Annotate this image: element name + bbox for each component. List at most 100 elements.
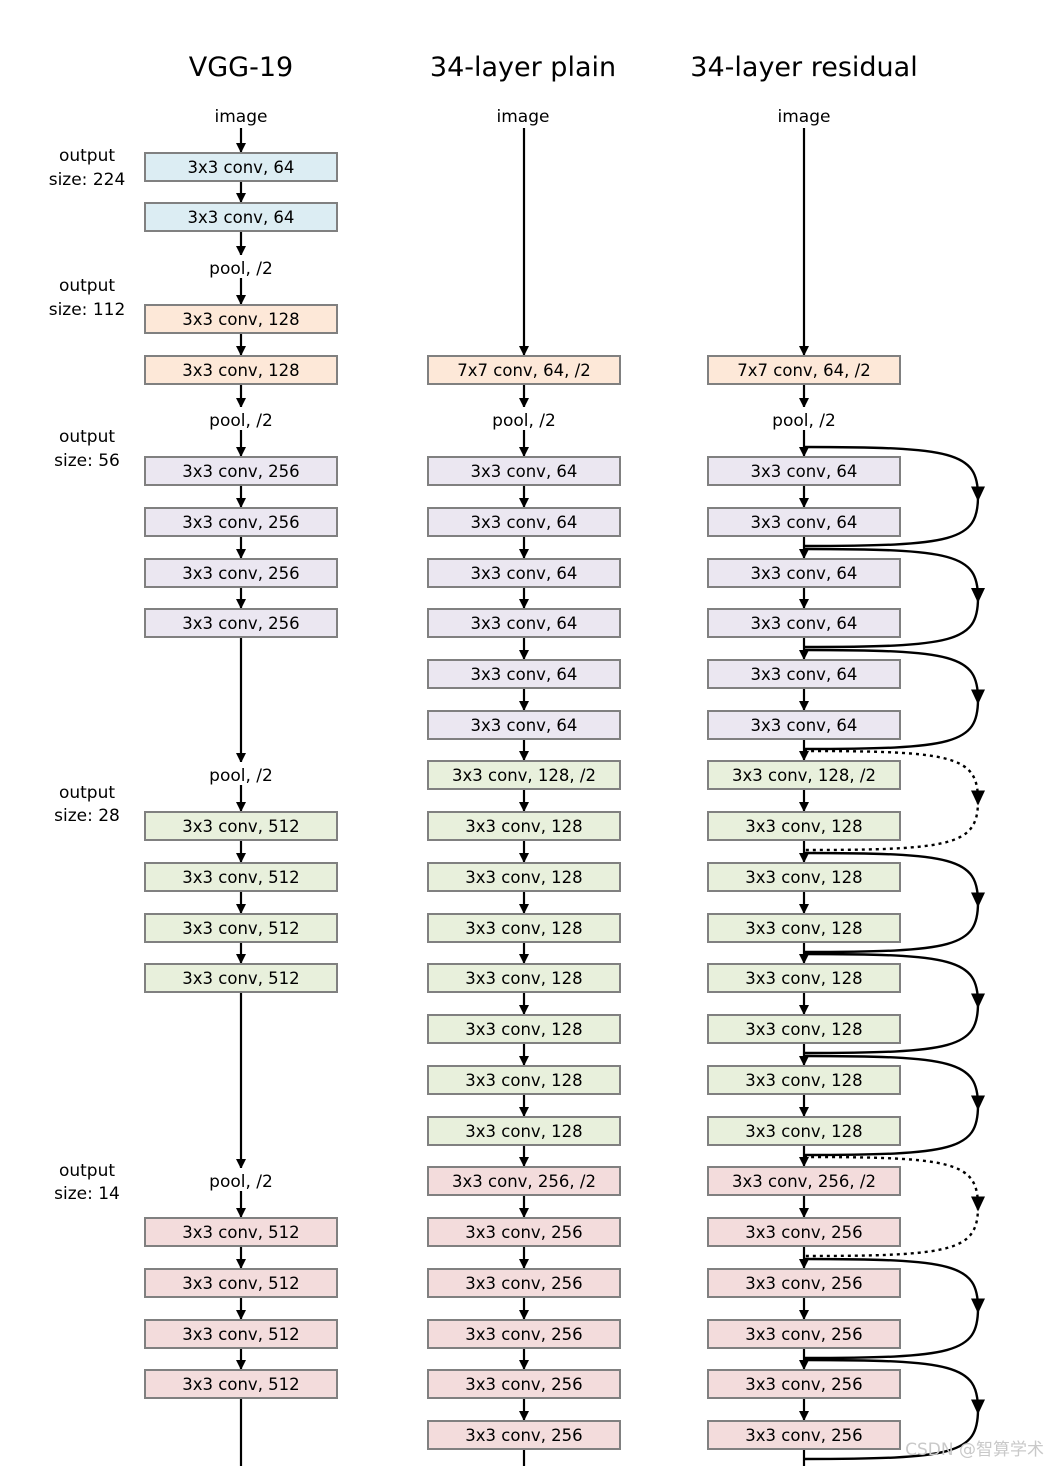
pool-label: pool, /2 (209, 766, 273, 786)
shortcut-connection (803, 648, 980, 700)
layer-label: 3x3 conv, 512 (182, 1375, 299, 1394)
layer-block (707, 1116, 901, 1146)
layer-label: 3x3 conv, 64 (471, 614, 578, 633)
layer-block (707, 913, 901, 943)
layer-label: 3x3 conv, 128 (745, 1122, 862, 1141)
plain-column: 7x7 conv, 64, /2 pool, /2 3x3 conv, 64 3x3 … (427, 128, 621, 1466)
layer-block (427, 1065, 621, 1095)
layer-label: 3x3 conv, 256 (182, 462, 299, 481)
layer-label: 3x3 conv, 128, /2 (732, 766, 876, 785)
layer-label: 3x3 conv, 128 (465, 1020, 582, 1039)
layer-label: 3x3 conv, 256 (465, 1223, 582, 1242)
layer-label: 3x3 conv, 256 (465, 1325, 582, 1344)
output-size-label: output (59, 783, 115, 803)
layer-block (427, 710, 621, 740)
layer-label: 3x3 conv, 256 (182, 564, 299, 583)
layer-block (144, 913, 338, 943)
shortcut-connection (803, 1409, 980, 1461)
shortcut-connection (803, 1257, 980, 1309)
layer-block (144, 152, 338, 182)
layer-block (707, 1065, 901, 1095)
pool-label: pool, /2 (209, 1172, 273, 1192)
output-size-label: output (59, 1161, 115, 1181)
shortcut-arrowhead (971, 790, 985, 806)
layer-label: 3x3 conv, 128 (745, 817, 862, 836)
layer-label: 3x3 conv, 512 (182, 969, 299, 988)
layer-label: 3x3 conv, 256 (745, 1274, 862, 1293)
shortcut-arrowhead (971, 486, 985, 502)
layer-label: 3x3 conv, 256 (465, 1426, 582, 1445)
shortcut-arrowhead (971, 1298, 985, 1314)
residual-input-label: image (778, 107, 831, 127)
shortcut-connection (803, 800, 980, 852)
residual-shortcuts (803, 445, 985, 1461)
layer-block (427, 456, 621, 486)
layer-label: 3x3 conv, 256 (745, 1325, 862, 1344)
output-size-value: size: 112 (49, 300, 126, 320)
plain-input-label: image (497, 107, 550, 127)
layer-block (707, 558, 901, 588)
residual-title: 34-layer residual (690, 52, 917, 83)
layer-block (144, 1319, 338, 1349)
layer-block (707, 811, 901, 841)
layer-label: 3x3 conv, 128 (465, 969, 582, 988)
pool-label: pool, /2 (492, 411, 556, 431)
layer-block (427, 507, 621, 537)
layer-label: 3x3 conv, 128 (745, 919, 862, 938)
layer-label: 3x3 conv, 64 (751, 716, 858, 735)
layer-block (427, 1319, 621, 1349)
layer-block (707, 963, 901, 993)
layer-block (427, 1014, 621, 1044)
layer-label: 3x3 conv, 128 (465, 817, 582, 836)
shortcut-connection (803, 1054, 980, 1106)
layer-label: 3x3 conv, 128 (745, 868, 862, 887)
layer-block (707, 608, 901, 638)
shortcut-connection (803, 749, 980, 801)
layer-label: 3x3 conv, 128, /2 (452, 766, 596, 785)
layer-block (144, 1217, 338, 1247)
shortcut-connection (803, 699, 980, 751)
vgg-title: VGG-19 (189, 52, 293, 83)
layer-block (427, 811, 621, 841)
output-size-224: output size: 224 (49, 146, 126, 190)
layer-label: 3x3 conv, 64 (188, 208, 295, 227)
layer-block (427, 1268, 621, 1298)
output-size-label: output (59, 146, 115, 166)
shortcut-connection (803, 547, 980, 599)
layer-label: 3x3 conv, 128 (465, 919, 582, 938)
layer-label: 3x3 conv, 128 (465, 1071, 582, 1090)
layer-label: 3x3 conv, 512 (182, 868, 299, 887)
layer-block (427, 760, 621, 790)
layer-block (707, 507, 901, 537)
layer-block (707, 1166, 901, 1196)
pool-label-bg (764, 407, 844, 429)
layer-block (427, 913, 621, 943)
shortcut-connection (803, 1308, 980, 1360)
layer-block (144, 1369, 338, 1399)
shortcut-connection (803, 902, 980, 954)
layer-label: 3x3 conv, 128 (745, 1071, 862, 1090)
layer-label: 3x3 conv, 64 (471, 462, 578, 481)
layer-block (144, 304, 338, 334)
layer-label: 3x3 conv, 64 (751, 513, 858, 532)
layer-label: 3x3 conv, 128 (182, 310, 299, 329)
shortcut-connection (803, 1206, 980, 1258)
output-size-14: output size: 14 (54, 1161, 120, 1204)
layer-label: 3x3 conv, 64 (751, 665, 858, 684)
layer-block (144, 355, 338, 385)
layer-block (707, 710, 901, 740)
shortcut-connection (803, 952, 980, 1004)
shortcut-arrowhead (971, 1399, 985, 1415)
layer-label: 3x3 conv, 64 (188, 158, 295, 177)
shortcut-connection (803, 1358, 980, 1410)
output-size-value: size: 224 (49, 170, 126, 190)
layer-block (707, 659, 901, 689)
layer-block (427, 1369, 621, 1399)
layer-block (144, 811, 338, 841)
vgg-input-label: image (215, 107, 268, 127)
layer-label: 7x7 conv, 64, /2 (457, 361, 590, 380)
shortcut-connection (803, 1003, 980, 1055)
layer-block (144, 1268, 338, 1298)
layer-block (707, 1014, 901, 1044)
